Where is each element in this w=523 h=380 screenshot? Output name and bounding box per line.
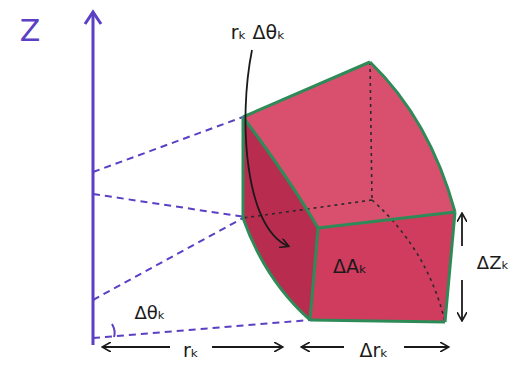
radius-label: rₖ [183,340,199,361]
leader-line [245,50,288,246]
z-axis [92,14,95,345]
dimension-arrows [103,214,462,347]
area-label: ΔAₖ [333,256,367,277]
angle-arc [112,324,115,337]
height-label: ΔZₖ [477,253,509,273]
arc-length-label: rₖ Δθₖ [231,22,286,43]
axis-label: Z [20,14,41,47]
axis-arrowhead [85,12,101,24]
radial-width-label: Δrₖ [360,340,389,361]
angle-label: Δθₖ [135,303,166,323]
wedge-solid [243,62,455,322]
